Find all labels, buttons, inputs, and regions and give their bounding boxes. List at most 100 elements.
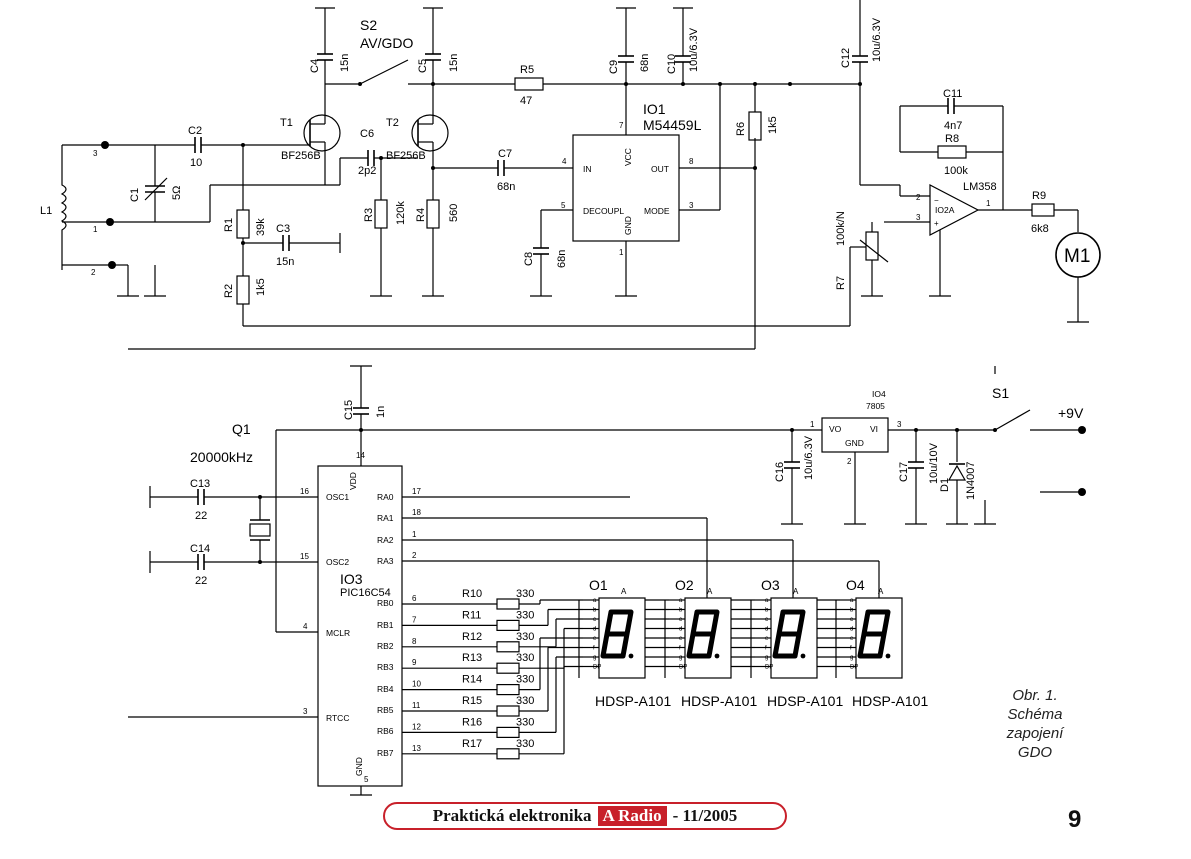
segment-pin-label: e <box>765 636 769 642</box>
svg-text:1: 1 <box>412 530 417 539</box>
r7-label: R7 <box>835 276 847 290</box>
svg-text:3: 3 <box>689 201 694 210</box>
io1-part: M54459L <box>643 117 702 133</box>
segment-pin-label: c <box>765 617 768 623</box>
c4-label: C4 <box>309 59 321 73</box>
r1-value: 39k <box>255 218 267 236</box>
segment-pin-label: f <box>765 646 767 652</box>
display-label: O3 <box>761 577 780 593</box>
r8-label: R8 <box>945 133 959 145</box>
io3-pin-vdd: VDD <box>348 472 358 490</box>
c7-label: C7 <box>498 148 512 160</box>
schematic-diagram: L1 3 1 2 C1 5Ω C2 10 R1 39k R2 1k5 <box>40 0 1101 796</box>
c6-label: C6 <box>360 128 374 140</box>
svg-text:4: 4 <box>562 157 567 166</box>
c17-value: 10u/10V <box>928 442 940 484</box>
c17-label: C17 <box>898 462 910 482</box>
resistor-label: R13 <box>462 652 482 664</box>
svg-text:3: 3 <box>897 420 902 429</box>
segment-pin-label: DP <box>593 665 601 671</box>
r3-label: R3 <box>363 208 375 222</box>
anode-pin-label: A <box>707 587 713 596</box>
trimmer-capacitor-c1: C1 5Ω <box>129 145 183 222</box>
t1-type: BF256B <box>281 150 321 162</box>
digit-8-glyph <box>857 609 891 659</box>
segment-pin-label: g <box>765 655 768 661</box>
segment-pin-label: g <box>679 655 682 661</box>
segment-pin-label: f <box>593 646 595 652</box>
opamp-io2: IO2A LM358 − + 2 3 1 <box>916 181 997 236</box>
segment-pin-label: e <box>679 636 683 642</box>
c14-label: C14 <box>190 543 210 555</box>
crystal-q1 <box>249 497 271 562</box>
io3-pin-gnd: GND <box>354 757 364 776</box>
svg-text:2: 2 <box>412 551 417 560</box>
c4-value: 15n <box>339 54 351 72</box>
c8-label: C8 <box>523 252 535 266</box>
q1-label: Q1 <box>232 421 251 437</box>
d1-type: 1N4007 <box>965 461 977 500</box>
r6-value: 1k5 <box>767 116 779 134</box>
c16-label: C16 <box>774 462 786 482</box>
resistor-body <box>496 705 520 717</box>
io1-pin-decoupl: DECOUPL <box>583 206 624 216</box>
io3-pin-rb6: RB6 <box>377 726 394 736</box>
io3-pin-osc2: OSC2 <box>326 557 349 567</box>
s1-label: S1 <box>992 385 1009 401</box>
segment-pin-label: a <box>765 598 769 604</box>
resistor-value: 330 <box>516 631 534 643</box>
resistor-value: 330 <box>516 738 534 750</box>
segment-pin-label: g <box>850 655 853 661</box>
io3-pin-rtcc: RTCC <box>326 713 349 723</box>
l1-label: L1 <box>40 205 52 217</box>
svg-text:1: 1 <box>986 199 991 208</box>
segment-pin-label: e <box>850 636 854 642</box>
svg-text:−: − <box>934 196 939 205</box>
t2-label: T2 <box>386 117 399 129</box>
segment-pin-label: a <box>850 598 854 604</box>
svg-text:15: 15 <box>300 552 309 561</box>
io3-pin-rb3: RB3 <box>377 662 394 672</box>
segment-pin-label: d <box>593 627 596 633</box>
io3-pin-number: 8 <box>412 637 417 646</box>
svg-text:3: 3 <box>303 707 308 716</box>
t1-label: T1 <box>280 117 293 129</box>
resistor-label: R15 <box>462 695 482 707</box>
io1-label: IO1 <box>643 101 666 117</box>
digit-8-glyph <box>686 609 720 659</box>
io3-pin-number: 7 <box>412 615 417 624</box>
supply-voltage-label: +9V <box>1058 405 1084 421</box>
io3-pin-rb5: RB5 <box>377 705 394 715</box>
display-label: O4 <box>846 577 865 593</box>
inductor-l1: L1 <box>40 145 67 270</box>
display-part: HDSP-A101 <box>852 693 928 709</box>
c6-value: 2p2 <box>358 165 376 177</box>
c3-value: 15n <box>276 256 294 268</box>
io3-pin-number: 12 <box>412 722 421 731</box>
io4-part: 7805 <box>866 401 885 411</box>
segment-pin-label: c <box>593 617 596 623</box>
q1-frequency: 20000kHz <box>190 449 253 465</box>
display-part: HDSP-A101 <box>767 693 843 709</box>
segment-pin-label: b <box>850 608 854 614</box>
segment-pin-label: f <box>679 646 681 652</box>
io4-pin-gnd: GND <box>845 438 864 448</box>
resistor-value: 330 <box>516 716 534 728</box>
caption-line-3: zapojení <box>1006 725 1064 742</box>
c8-value: 68n <box>556 250 568 268</box>
ic-io1: IO1 M54459L IN VCC OUT DECOUPL GND MODE … <box>561 101 702 257</box>
resistor-value: 330 <box>516 695 534 707</box>
c13-value: 22 <box>195 510 207 522</box>
io3-pin-number: 10 <box>412 680 421 689</box>
microcontroller-io3: VDD OSC1 OSC2 IO3 PIC16C54 MCLR RTCC GND… <box>317 465 403 787</box>
c11-value: 4n7 <box>944 120 962 132</box>
segment-pin-label: b <box>679 608 683 614</box>
resistor-body <box>496 598 520 610</box>
r7-value: 100k/N <box>835 211 847 246</box>
c2-value: 10 <box>190 157 202 169</box>
segment-pin-label: c <box>850 617 853 623</box>
svg-text:2: 2 <box>916 193 921 202</box>
segment-pin-label: d <box>679 627 682 633</box>
svg-text:4: 4 <box>303 622 308 631</box>
